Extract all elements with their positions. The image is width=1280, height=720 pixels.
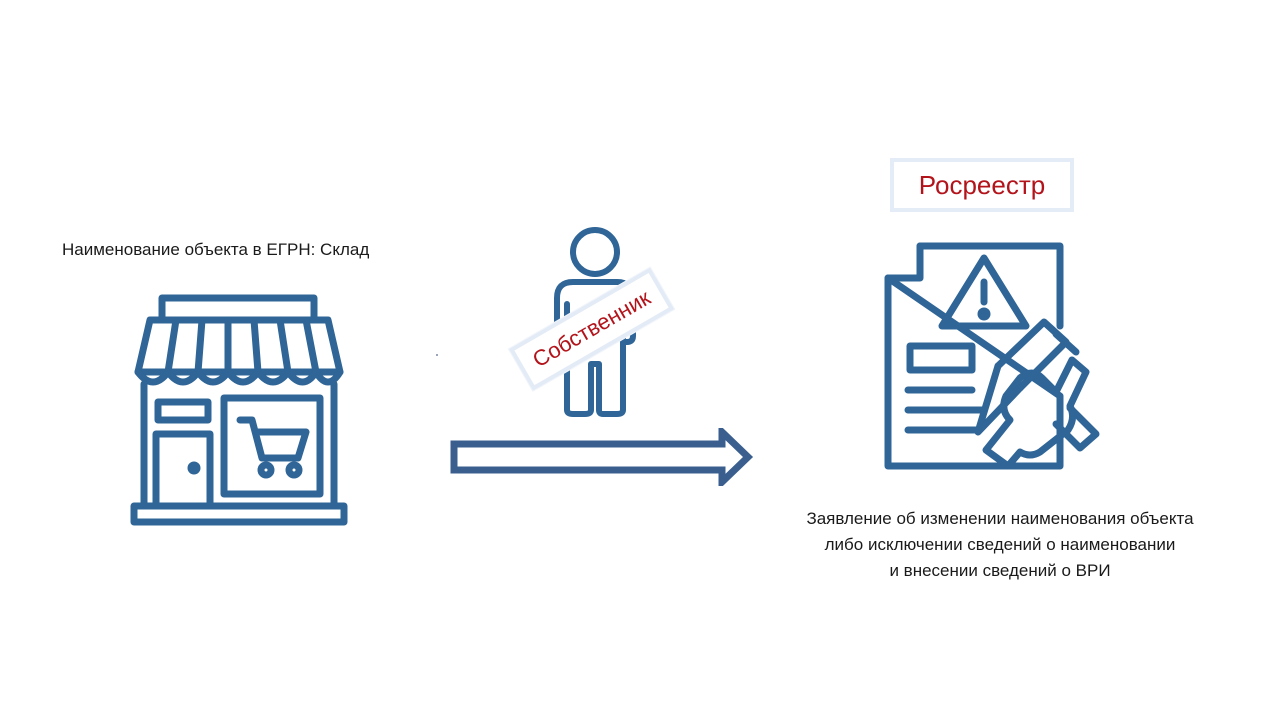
statement-line-1: Заявление об изменении наименования объе… [806,509,1194,528]
statement-line-3: и внесении сведений о ВРИ [889,561,1111,580]
agency-box: Росреестр [890,158,1074,212]
agency-label: Росреестр [918,169,1046,200]
statement-line-2: либо исключении сведений о наименовании [824,535,1176,554]
stray-dot [436,354,438,356]
document-warning-with-pen-icon [884,242,1100,470]
statement-text: Заявление об изменении наименования объе… [760,506,1240,584]
storefront-with-cart-icon [130,294,348,526]
object-name-label: Наименование объекта в ЕГРН: Склад [62,240,370,259]
right-arrow-icon [450,428,754,486]
